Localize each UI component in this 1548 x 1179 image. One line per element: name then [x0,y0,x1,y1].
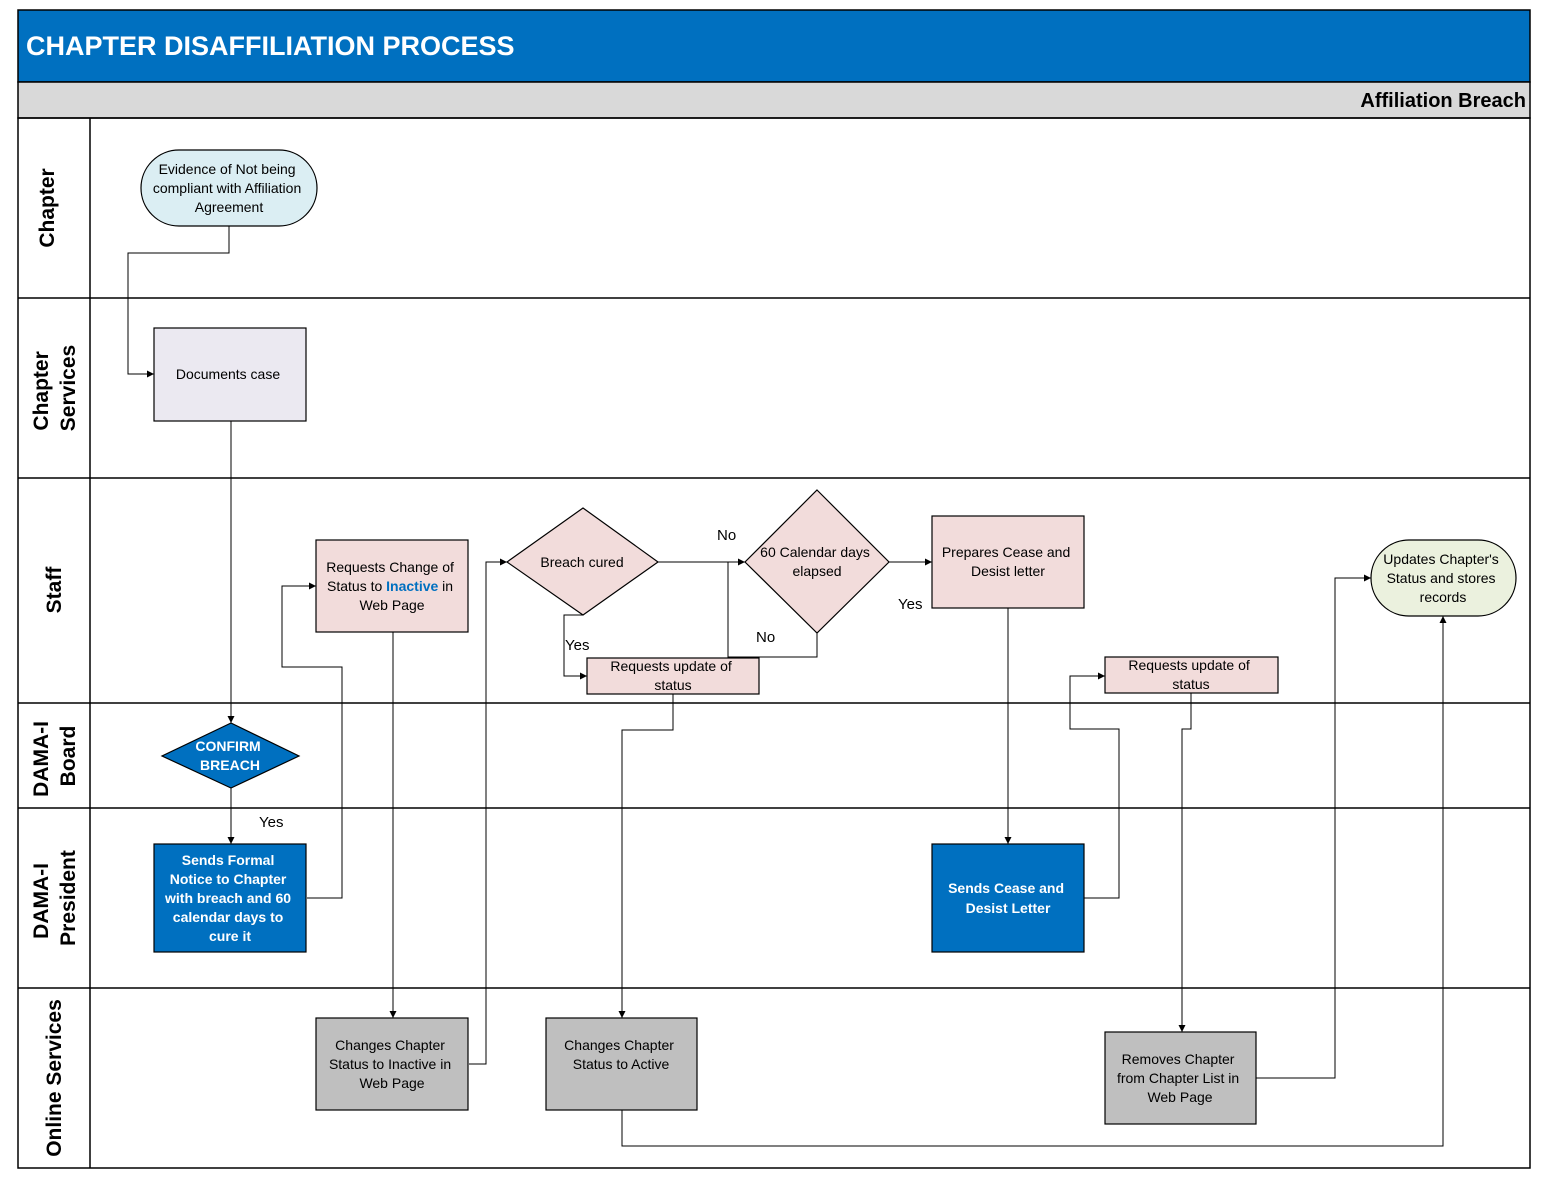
confirm-breach-label: CONFIRM BREACH [195,738,264,773]
title-bar [17,9,1531,83]
connectors [127,226,1447,1147]
lane-label-online-services: Online Services [43,999,66,1157]
lane-label-dama-president: DAMA-I President [30,850,80,946]
edge-update2-to-remove [1178,693,1192,1032]
edge-notice-to-request-inactive [281,582,343,899]
send-cease-box [931,843,1085,953]
evidence-label: Evidence of Not being compliant with Aff… [153,161,305,215]
prepare-cease-box [931,515,1085,609]
updates-records-terminal [1370,539,1517,617]
edge-evidence-to-documents [127,226,230,378]
edge-label-days-yes: Yes [898,596,922,613]
edge-send-to-update2 [1069,672,1120,899]
phase-band [17,81,1531,119]
phase-label: Affiliation Breach [1360,90,1526,112]
request-inactive-box [315,539,469,633]
lane-label-chapter-services: Chapter Services [30,345,80,431]
formal-notice-box [153,843,307,953]
confirm-breach-decision [160,722,301,789]
change-inactive-label: Changes Chapter Status to Inactive in We… [329,1037,455,1091]
edge-label-confirm-yes: Yes [259,814,283,831]
request-inactive-label: Requests Change of Status to Inactive in… [326,559,458,613]
remove-chapter-label: Removes Chapter from Chapter List in Web… [1117,1051,1243,1105]
remove-chapter-box [1104,1031,1257,1125]
change-inactive-box [315,1017,469,1111]
documents-case-label: Documents case [176,366,280,382]
sixty-days-decision [744,489,890,634]
edge-update-to-change-active [618,694,674,1018]
breach-cured-label: Breach cured [540,554,623,570]
lane-label-staff: Staff [43,566,66,614]
edge-label-days-no: No [756,629,775,646]
prepare-cease-label: Prepares Cease and Desist letter [942,544,1074,579]
update-status-box-1 [586,657,760,695]
edge-remove-to-records [1256,574,1371,1079]
edge-active-to-records [621,616,1447,1147]
diagram-title: CHAPTER DISAFFILIATION PROCESS [26,31,515,61]
update-status-box-2 [1104,656,1279,694]
formal-notice-label: Sends Formal Notice to Chapter with brea… [164,852,295,944]
evidence-terminal [140,149,318,227]
sixty-days-label: 60 Calendar days elapsed [760,544,874,579]
swimlanes [17,117,1531,1169]
documents-case-box [153,327,307,422]
send-cease-label: Sends Cease and Desist Letter [948,880,1068,916]
change-active-box [545,1017,698,1111]
updates-records-label: Updates Chapter's Status and stores reco… [1383,551,1502,605]
edge-label-cured-no: No [717,527,736,544]
update-status-label-1: Requests update of status [610,658,735,693]
change-active-label: Changes Chapter Status to Active [564,1037,678,1072]
edge-days-no-loop [727,562,818,658]
update-status-label-2: Requests update of status [1128,657,1253,692]
edge-change-inactive-to-breach [469,558,507,1065]
lane-label-chapter: Chapter [36,168,59,247]
breach-cured-decision [505,507,660,616]
lane-label-dama-board: DAMA-I Board [30,715,80,797]
edge-label-cured-yes: Yes [565,637,589,654]
edge-breach-yes-to-update [563,614,587,680]
